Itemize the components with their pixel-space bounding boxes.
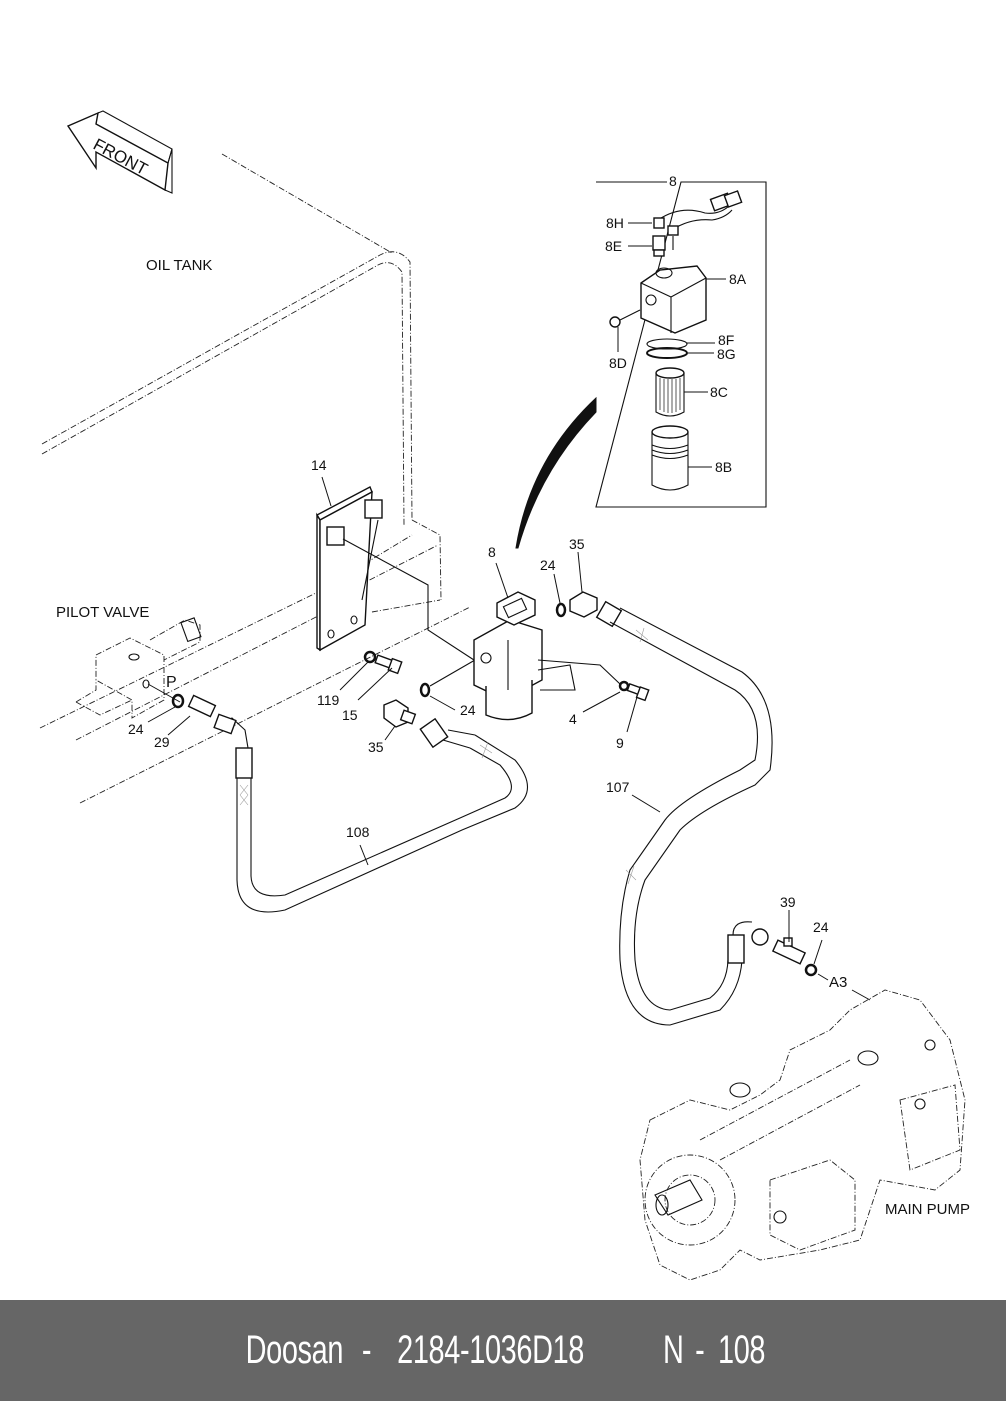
caption-part-number: 2184-1036D18 [396, 1328, 584, 1372]
part-8g-label: 8G [717, 346, 736, 362]
port-p-label: P [166, 674, 177, 691]
part-8f-label: 8F [718, 332, 734, 348]
part-8d-label: 8D [609, 355, 627, 371]
o-ring-24-mid [419, 682, 431, 698]
caption-brand: Doosan [245, 1328, 343, 1372]
callout-39: 39 [780, 894, 796, 910]
washer-4 [618, 680, 630, 692]
bolt-15 [374, 654, 403, 675]
caption-separator: - [361, 1328, 371, 1372]
callout-35-top: 35 [569, 536, 585, 552]
o-ring-24-pump [804, 963, 818, 977]
hose-107 [595, 600, 773, 1026]
callout-14: 14 [311, 457, 327, 473]
washer-119 [363, 650, 377, 664]
front-arrow-icon: FRONT [66, 110, 173, 194]
main-pump [639, 989, 966, 1281]
elbow-35-top [569, 591, 598, 618]
callout-24-mid: 24 [460, 702, 476, 718]
caption-ref-number: 108 [717, 1328, 766, 1372]
part-8e-label: 8E [605, 238, 622, 254]
parts-diagram: FRONT OIL TANK 14 PILOT VALVE P [39, 110, 970, 1281]
hose-108 [213, 713, 529, 913]
part-8b-label: 8B [715, 459, 732, 475]
callout-24-left: 24 [128, 721, 144, 737]
detail-box-header: 8 [669, 173, 677, 189]
elbow-35-bottom [383, 699, 417, 728]
detail-box-8: 8 [595, 173, 767, 508]
main-pump-label: MAIN PUMP [885, 1201, 970, 1218]
callout-24-top: 24 [540, 557, 556, 573]
o-ring-24-left [171, 693, 185, 709]
part-8h-label: 8H [606, 215, 624, 231]
callout-29: 29 [154, 734, 170, 750]
o-ring-24-top [555, 602, 567, 618]
pilot-valve [75, 617, 202, 719]
pilot-valve-label: PILOT VALVE [56, 604, 149, 621]
bracket-14 [316, 486, 475, 661]
detail-pointer [515, 396, 597, 549]
callout-108: 108 [346, 824, 370, 840]
callout-107: 107 [606, 779, 630, 795]
caption-bar: Doosan - 2184-1036D18 N - 108 [0, 1300, 1006, 1401]
fitting-39 [771, 937, 807, 965]
part-8c-label: 8C [710, 384, 728, 400]
caption-ref-prefix: N [662, 1328, 684, 1372]
part-8a-label: 8A [729, 271, 747, 287]
port-a3-label: A3 [829, 974, 847, 991]
callout-4: 4 [569, 711, 577, 727]
callout-24-pump: 24 [813, 919, 829, 935]
fitting-29 [187, 694, 217, 718]
callout-15: 15 [342, 707, 358, 723]
bolt-9 [626, 682, 650, 702]
callout-9: 9 [616, 735, 624, 751]
filter-assembly-8 [473, 591, 621, 721]
oil-tank-label: OIL TANK [146, 257, 212, 274]
callout-119: 119 [317, 692, 340, 708]
callout-8: 8 [488, 544, 496, 560]
caption-ref-separator: - [694, 1328, 705, 1372]
callout-35-bottom: 35 [368, 739, 384, 755]
caption-text: Doosan - 2184-1036D18 N - 108 [237, 1328, 770, 1373]
